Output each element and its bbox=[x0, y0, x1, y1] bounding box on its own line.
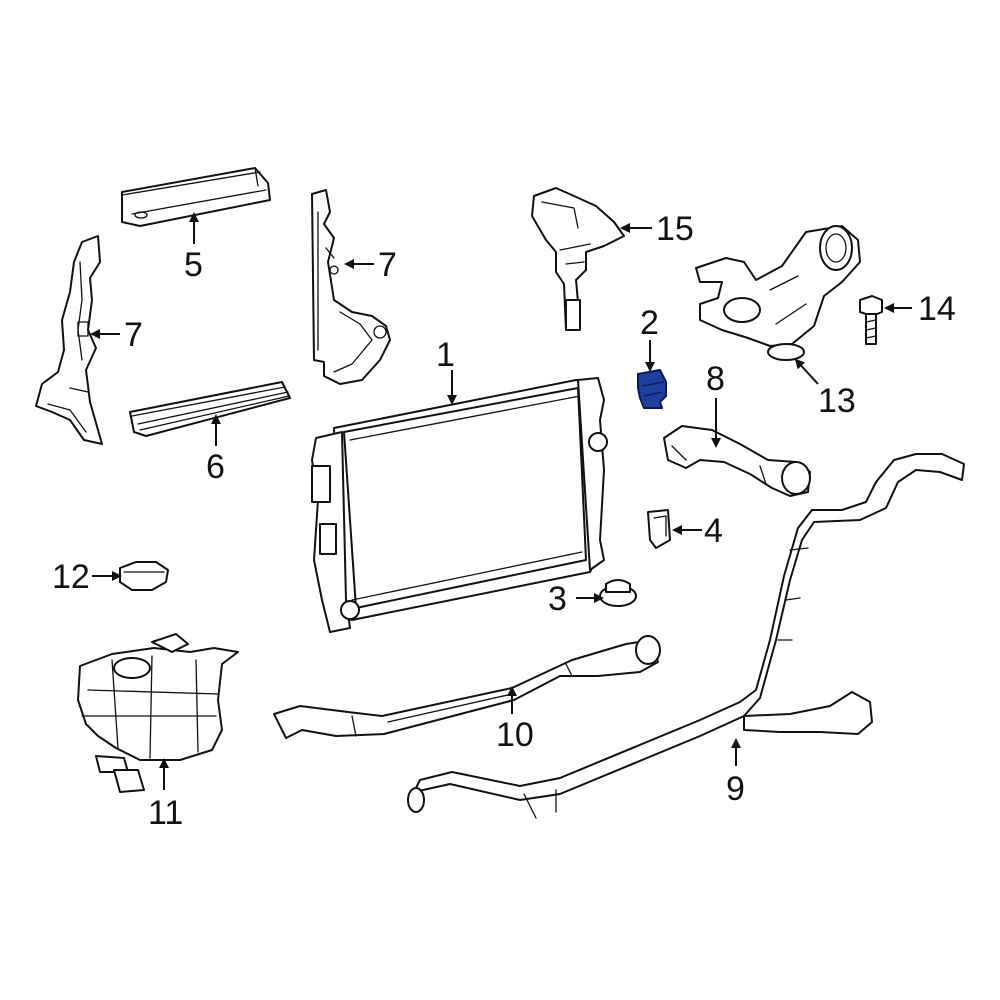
part-15-sensor bbox=[531, 187, 625, 331]
part-10-lower-hose bbox=[273, 635, 661, 739]
part-6-lower-air-deflector bbox=[129, 381, 291, 437]
callout-7-right: 7 bbox=[378, 246, 397, 284]
part-3-bushing bbox=[599, 579, 637, 607]
callout-9: 9 bbox=[726, 770, 745, 808]
part-13-thermostat-housing bbox=[695, 225, 861, 361]
part-2-isolator-highlighted bbox=[637, 369, 667, 409]
part-12-radiator-cap bbox=[119, 561, 169, 591]
callout-14: 14 bbox=[918, 290, 956, 328]
callout-labels: 1 2 3 4 5 6 7 7 8 9 10 11 12 13 14 15 bbox=[52, 210, 956, 832]
callout-7-left: 7 bbox=[124, 316, 143, 354]
callout-10: 10 bbox=[496, 716, 534, 754]
part-7-left-side-deflector bbox=[35, 235, 103, 445]
part-5-upper-air-deflector bbox=[121, 167, 271, 227]
part-9-coolant-hose bbox=[407, 453, 965, 819]
part-8-upper-hose bbox=[663, 425, 811, 497]
leader-13 bbox=[794, 358, 819, 385]
callout-4: 4 bbox=[704, 512, 723, 550]
part-7-right-side-deflector bbox=[311, 189, 391, 385]
part-1-radiator bbox=[311, 377, 608, 633]
callout-1: 1 bbox=[436, 336, 455, 374]
part-4-bracket bbox=[647, 509, 671, 549]
callout-2: 2 bbox=[640, 304, 659, 342]
leader-lines bbox=[90, 212, 912, 790]
callout-15: 15 bbox=[656, 210, 694, 248]
part-11-coolant-reservoir bbox=[77, 633, 239, 793]
callout-13: 13 bbox=[818, 382, 856, 420]
callout-3: 3 bbox=[548, 580, 567, 618]
callout-11: 11 bbox=[148, 794, 183, 832]
callout-8: 8 bbox=[706, 360, 725, 398]
callout-5: 5 bbox=[184, 246, 203, 284]
part-14-bolt bbox=[859, 295, 883, 345]
callout-12: 12 bbox=[52, 558, 90, 596]
callout-6: 6 bbox=[206, 448, 225, 486]
